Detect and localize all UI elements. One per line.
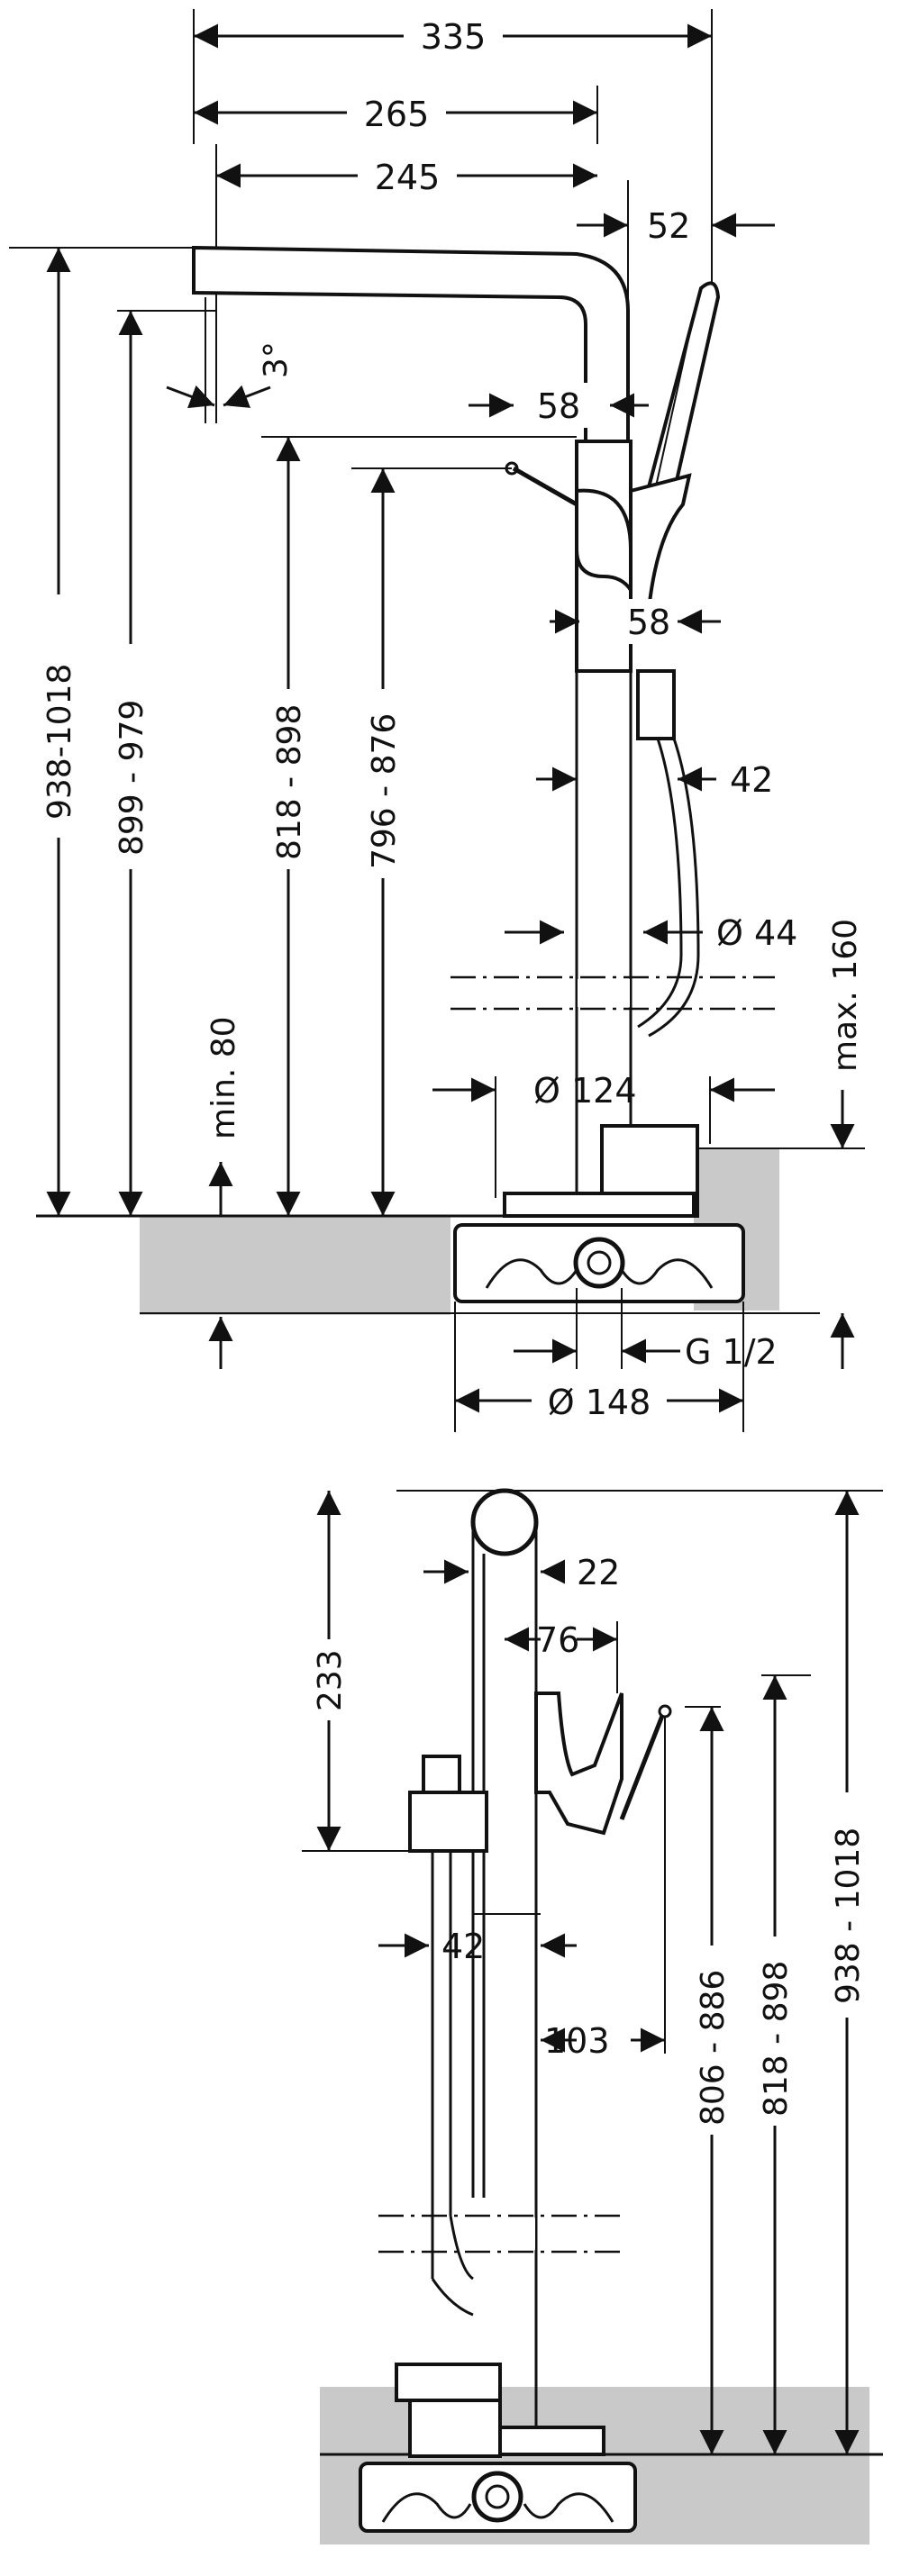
dim-58-upper-label: 58	[537, 386, 580, 426]
side-hose-bend	[431, 2278, 474, 2317]
side-dim-806-label: 806 - 886	[695, 1970, 732, 2126]
hand-shower-detail	[655, 314, 695, 487]
dim-label-bg	[362, 689, 404, 878]
dim-124-label: Ø 124	[533, 1071, 637, 1111]
lever-body	[575, 488, 633, 596]
dim-796-label: 796 - 876	[366, 713, 403, 869]
side-top-cap	[470, 1488, 539, 1556]
hose-connector	[636, 669, 676, 740]
rosette	[503, 1192, 696, 1218]
dim-label-bg	[620, 599, 676, 644]
connection-inner	[587, 1250, 612, 1275]
dim-label-bg	[308, 1639, 350, 1720]
side-connection-inner	[485, 2484, 510, 2509]
dim-265-label: 265	[364, 95, 430, 134]
base-curve-right	[620, 1258, 714, 1289]
side-valve-top	[395, 2363, 502, 2402]
dim-label-bg	[532, 1378, 667, 1423]
hand-shower	[642, 281, 721, 506]
dim-245-label: 245	[375, 158, 441, 197]
side-dim-103-label: 103	[544, 2021, 610, 2061]
angle-arrow-right	[223, 385, 271, 408]
dim-160-label: max. 160	[827, 919, 864, 1072]
side-holder	[408, 1791, 488, 1853]
dim-42-label: 42	[730, 760, 773, 800]
side-dim-76-label: 76	[536, 1620, 579, 1660]
side-view: 22 76 233 42 103	[302, 1488, 883, 2544]
side-base-curve-left	[381, 2492, 472, 2523]
side-hose-bend2	[449, 2215, 474, 2281]
dim-899-label: 899 - 979	[114, 700, 150, 856]
angle-label: 3°	[258, 341, 295, 378]
dim-label-bg	[754, 1937, 796, 2126]
angle-arrow-left	[166, 385, 215, 409]
base-plate	[453, 1223, 745, 1303]
dim-label-bg	[347, 90, 446, 135]
dim-58-lower-label: 58	[627, 603, 670, 642]
side-mixer	[534, 1692, 623, 1836]
dim-min80-label: min. 80	[205, 1016, 242, 1139]
dim-g-label: G 1/2	[685, 1332, 778, 1372]
hose-inner	[637, 738, 683, 1029]
dim-label-bg	[358, 153, 457, 198]
side-dim-818-label: 818 - 898	[758, 1961, 795, 2117]
dim-938-label: 938-1018	[41, 664, 78, 820]
side-dim-233-label: 233	[312, 1649, 349, 1711]
lever	[512, 466, 578, 507]
dim-label-bg	[268, 689, 309, 869]
connection-ring	[573, 1237, 625, 1289]
side-valve	[408, 2399, 502, 2458]
side-lever-tip	[658, 1704, 672, 1719]
dim-label-bg	[38, 594, 79, 838]
dim-label-bg	[525, 383, 590, 428]
dim-335-label: 335	[421, 17, 487, 57]
dim-label-bg	[826, 1792, 868, 2018]
side-connection-ring	[471, 2471, 523, 2523]
side-dim-42-label: 42	[441, 1927, 485, 1966]
side-rosette	[498, 2426, 605, 2456]
front-view: 335 265 245 52 3° 58	[9, 9, 865, 1432]
side-base	[359, 2462, 637, 2533]
dim-label-bg	[691, 1946, 733, 2135]
side-break-gap	[474, 2218, 535, 2250]
floor-fill-left	[140, 1216, 450, 1315]
side-base-curve-right	[523, 2492, 614, 2523]
base-curve-left	[485, 1258, 578, 1289]
dim-44-label: Ø 44	[716, 913, 797, 953]
dim-label-bg	[110, 644, 151, 869]
side-dim-22-label: 22	[577, 1553, 620, 1592]
dim-818-label: 818 - 898	[271, 704, 308, 860]
dim-52-label: 52	[647, 206, 690, 246]
spout	[192, 245, 630, 443]
side-holder-cap	[422, 1755, 461, 1794]
break-gap	[578, 979, 630, 1007]
dim-148-label: Ø 148	[548, 1383, 651, 1422]
dim-label-bg	[404, 13, 503, 58]
side-dim-938-label: 938 - 1018	[830, 1828, 867, 2004]
side-lever	[619, 1715, 665, 1820]
